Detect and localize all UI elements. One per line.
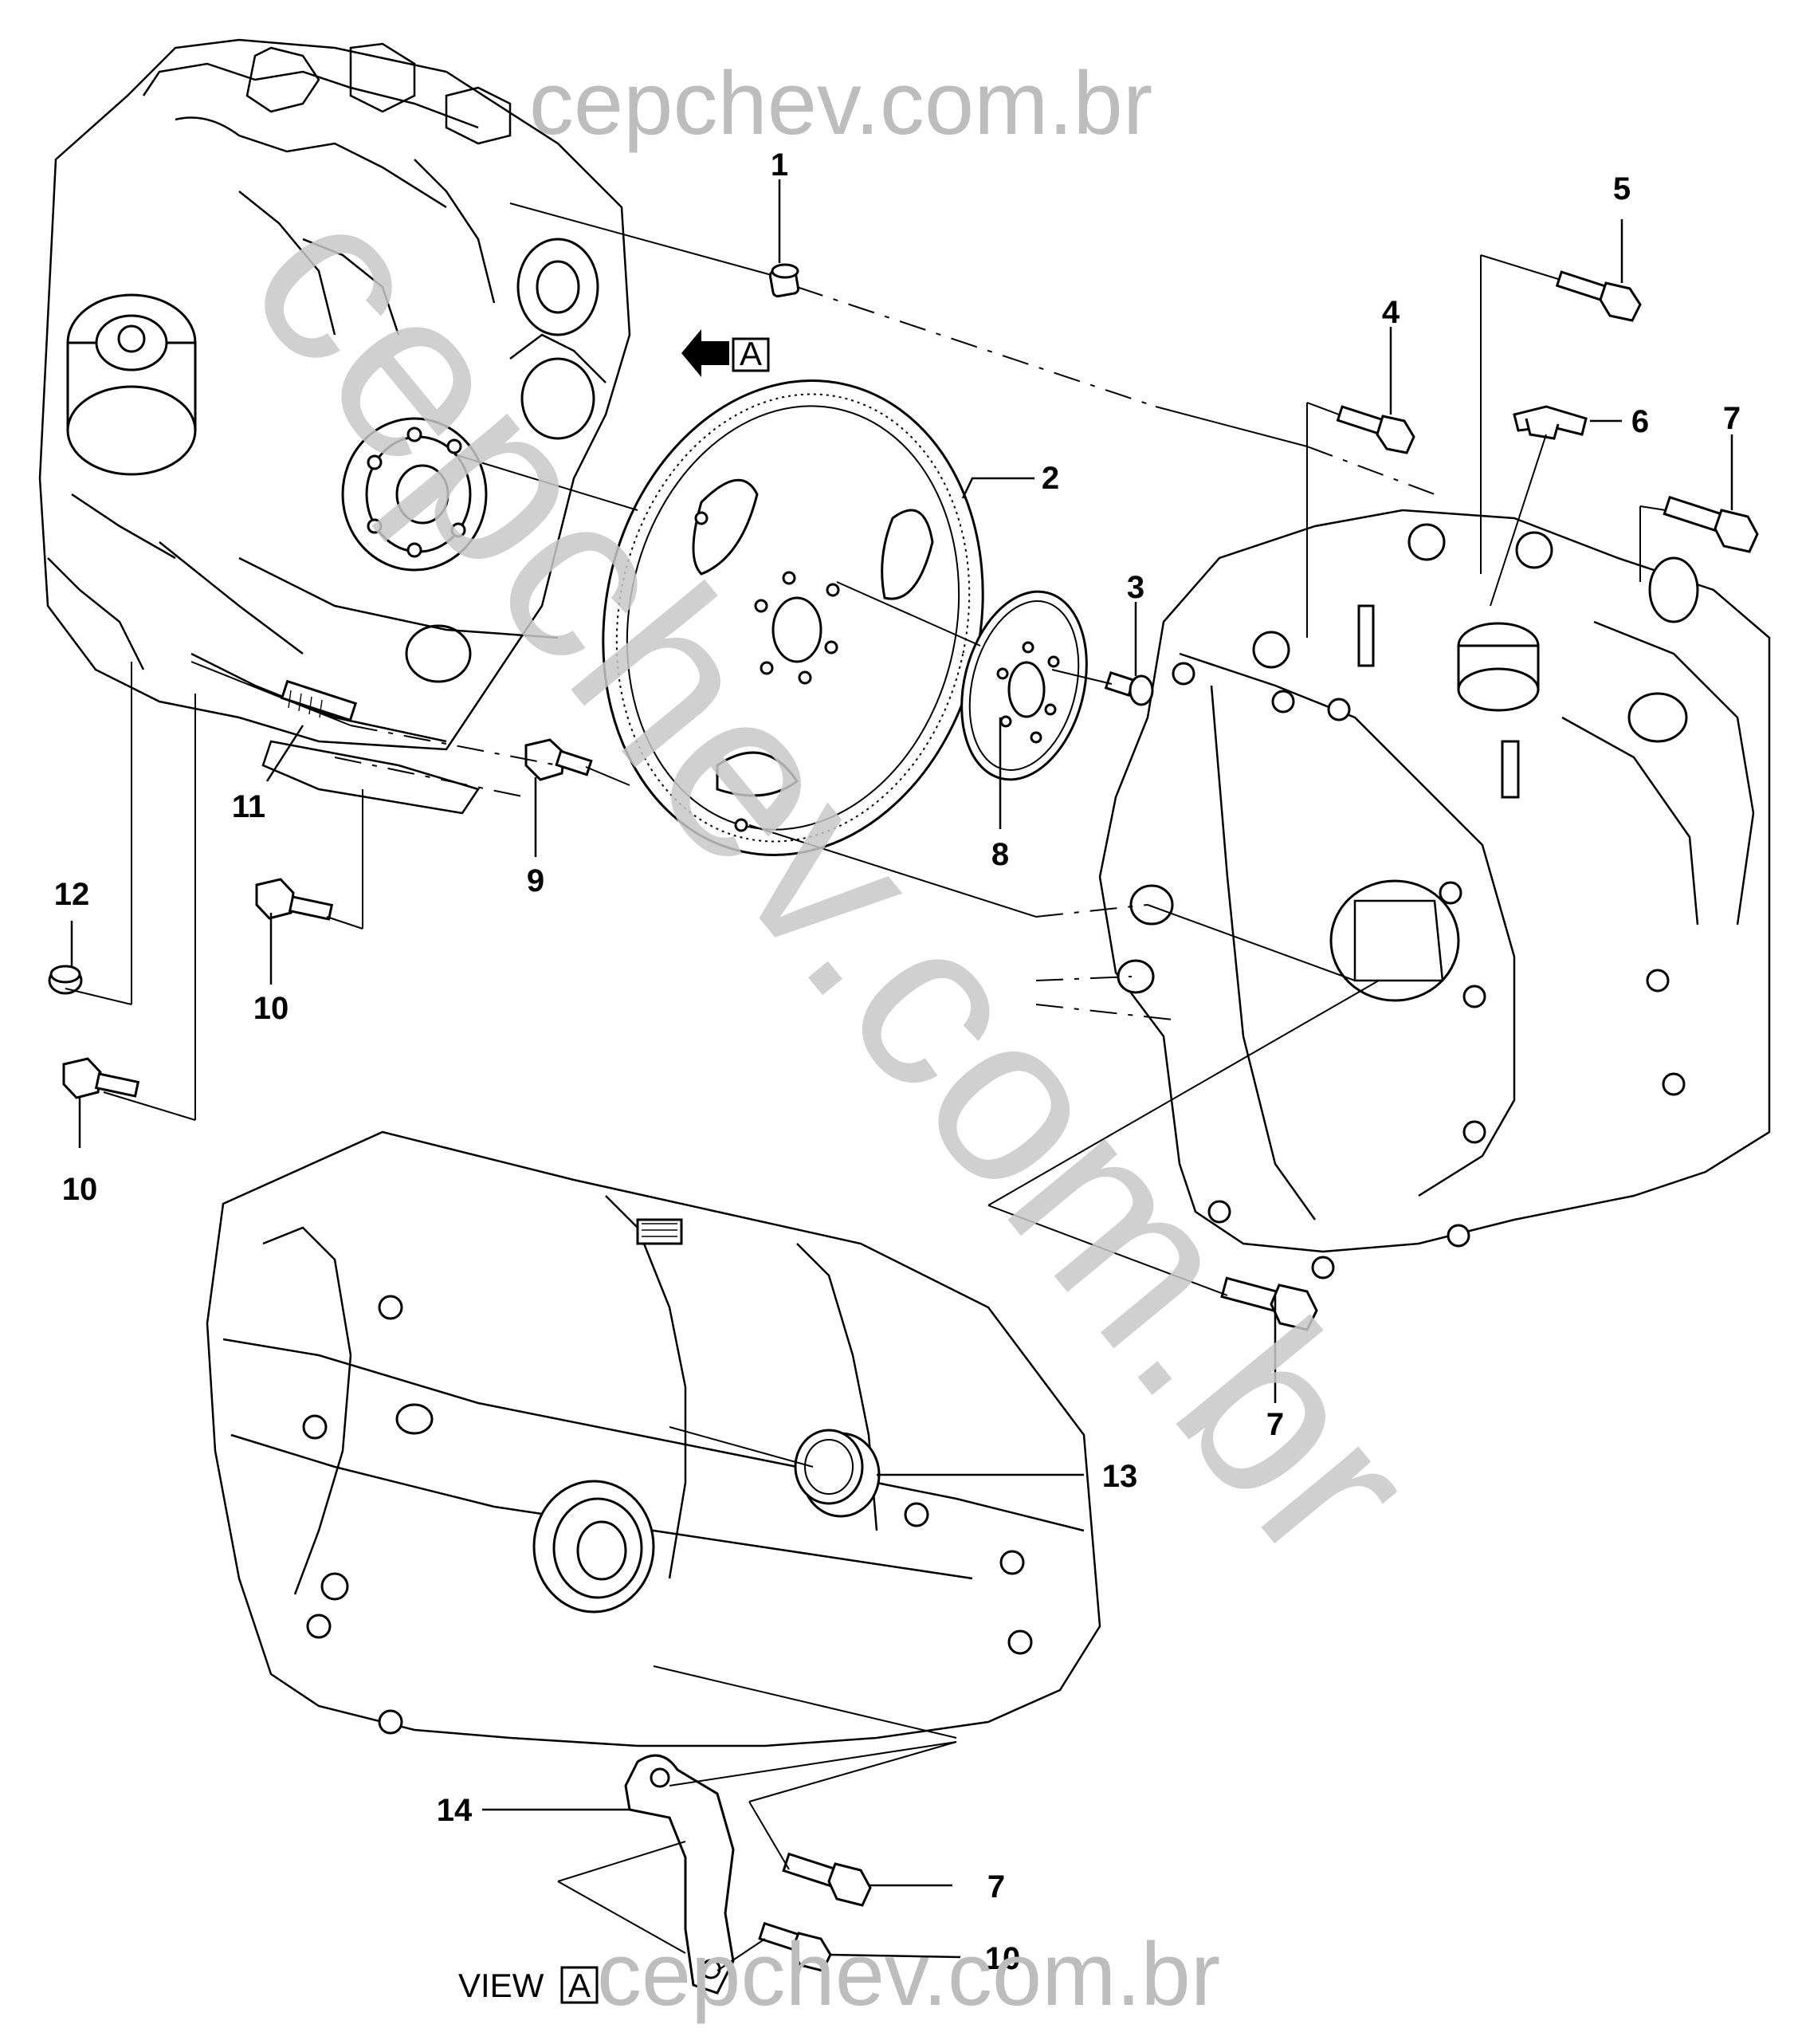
bolt-4 <box>1336 405 1415 454</box>
bolt-10-left-upper <box>255 878 334 921</box>
dowel-12 <box>48 965 83 995</box>
flexplate-ring-gear <box>602 379 984 856</box>
flexplate-bolt-3 <box>1104 670 1154 706</box>
view-a-detail: VIEW A <box>206 1130 1101 2004</box>
output-shaft-seal <box>532 1480 655 1614</box>
bolt-10-left-lower <box>62 1057 140 1099</box>
leader-lines <box>65 179 1733 1971</box>
callout-labels: 1 2 3 4 5 6 7 7 7 8 9 10 10 10 11 12 13 … <box>54 147 1741 1976</box>
clip-6 <box>1513 405 1588 440</box>
transmission-assembly <box>1098 509 1771 1279</box>
watermark-top: cepchev.com.br <box>529 53 1152 153</box>
callout-12: 12 <box>54 877 90 912</box>
view-caption-box <box>560 1966 599 2004</box>
callout-13: 13 <box>1102 1459 1138 1494</box>
callout-8: 8 <box>991 837 1009 872</box>
callout-11: 11 <box>232 789 265 824</box>
callout-3: 3 <box>1127 570 1144 605</box>
callout-14: 14 <box>437 1793 473 1828</box>
callout-7-lower-right: 7 <box>1266 1407 1284 1442</box>
callout-1: 1 <box>771 147 788 183</box>
crankshaft-flange <box>341 417 488 572</box>
fill-cap <box>1457 622 1540 712</box>
callout-9: 9 <box>527 863 544 898</box>
bolt-10-view-a <box>758 1921 832 1972</box>
watermark-diagonal: cepchev.com.br <box>198 149 1468 1610</box>
view-caption-box-label: A <box>568 1967 591 2004</box>
view-arrow-label: A <box>740 335 762 372</box>
view-arrow: A <box>681 329 770 377</box>
callout-7-upper: 7 <box>1723 401 1741 436</box>
callout-10-left-upper: 10 <box>253 991 289 1026</box>
callout-10-view-a: 10 <box>985 1941 1021 1976</box>
callout-5: 5 <box>1613 171 1631 206</box>
bolt-7-upper <box>1663 495 1759 553</box>
callout-10-left-lower: 10 <box>62 1172 98 1207</box>
watermark-bottom: cepchev.com.br <box>597 1924 1220 2024</box>
engine-block: A <box>38 38 770 815</box>
stud-11 <box>280 679 358 722</box>
bolt-7-view-a <box>782 1852 872 1907</box>
bolt-7-lower-right <box>1220 1276 1318 1331</box>
access-plug-13 <box>794 1429 881 1518</box>
oil-filter-housing <box>66 293 197 476</box>
bolt-5 <box>1555 270 1642 322</box>
reinforcement-plate <box>960 590 1088 781</box>
view-caption-text: VIEW <box>458 1967 544 2004</box>
callout-4: 4 <box>1382 295 1400 330</box>
dowel-sleeve-1 <box>768 263 800 298</box>
callout-6: 6 <box>1631 404 1649 439</box>
callout-7-view-a: 7 <box>987 1869 1005 1904</box>
callout-2: 2 <box>1042 461 1059 496</box>
